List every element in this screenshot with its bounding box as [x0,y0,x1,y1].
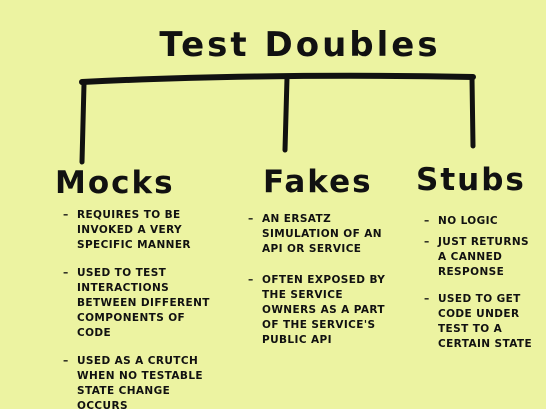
fakes-title: Fakes [263,164,373,200]
stubs-notes: no logic just returns a canned response … [424,214,539,365]
stubs-title: Stubs [416,162,526,198]
stubs-note: used to get code under test to a certain… [424,292,539,352]
fakes-note: an ersatz simulation of an API or servic… [248,212,388,257]
mocks-note: used as a crutch when no testable state … [63,354,213,409]
mocks-note: requires to be invoked a very specific m… [63,208,213,253]
mocks-note: used to test interactions between differ… [63,266,213,341]
mocks-notes: requires to be invoked a very specific m… [63,208,213,409]
fakes-note: often exposed by the service owners as a… [248,273,388,348]
mocks-title: Mocks [55,165,175,201]
horizontal-connector [79,72,476,85]
fakes-connector [282,75,290,153]
fakes-notes: an ersatz simulation of an API or servic… [248,212,388,361]
diagram-title: Test Doubles [159,25,441,65]
stubs-connector [469,75,476,149]
stubs-note: no logic [424,214,539,229]
mocks-connector [79,81,87,165]
stubs-note: just returns a canned response [424,235,539,280]
